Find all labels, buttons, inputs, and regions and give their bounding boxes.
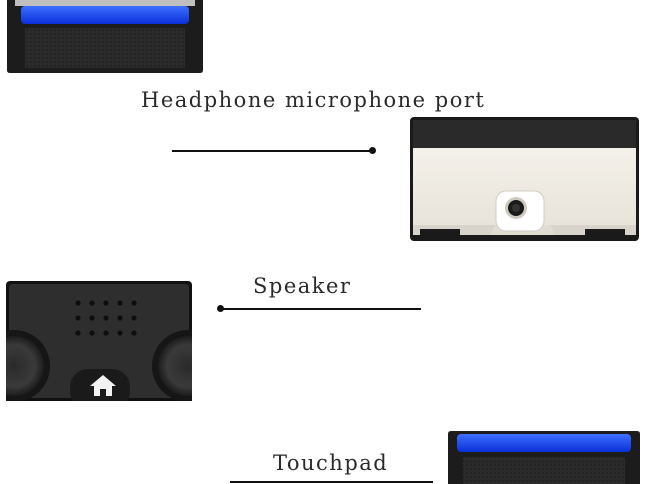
touchpad-callout-line [230,481,433,483]
headphone-port-label: Headphone microphone port [141,88,486,112]
speaker-label: Speaker [253,274,352,298]
home-icon [88,373,118,397]
speaker-photo [6,281,192,401]
headphone-port-photo [410,117,639,241]
speaker-callout-line [220,308,421,310]
headphone-callout-line [172,150,372,152]
touchpad-label: Touchpad [273,451,389,475]
top-touchpad-photo [5,0,205,74]
touchpad-photo [445,431,643,484]
headphone-callout-dot [369,147,376,154]
